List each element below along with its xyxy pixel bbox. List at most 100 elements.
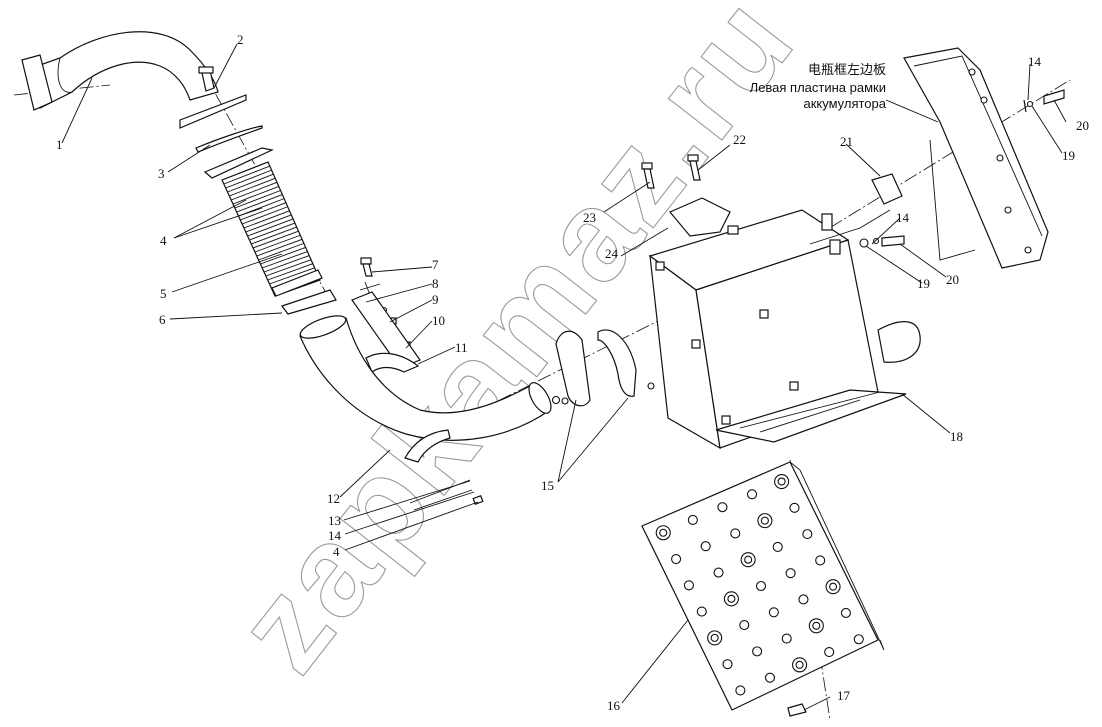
muffler-body	[648, 197, 921, 450]
shield-hole	[683, 580, 694, 591]
callout-6: 6	[159, 312, 166, 327]
callout-19: 19	[1062, 148, 1075, 163]
hose-corrugation-ring	[265, 259, 312, 277]
upper-flange-plate	[179, 94, 247, 129]
callout-2: 2	[237, 32, 244, 47]
hose-corrugation-ring	[263, 255, 310, 273]
callout-14: 14	[1028, 54, 1042, 69]
battery-frame-left-plate	[903, 47, 1049, 269]
shield-hole-inner	[777, 477, 786, 486]
hose-corrugation-ring	[260, 247, 306, 265]
hose-corrugation-ring	[236, 194, 283, 213]
callout-11: 11	[455, 340, 468, 355]
shield-hole	[785, 568, 796, 579]
shield-hole	[802, 529, 813, 540]
callout-18: 18	[950, 429, 963, 444]
shield-hole	[755, 580, 767, 592]
hose-corrugation-ring	[252, 230, 299, 249]
hose-corrugation-ring	[247, 218, 294, 237]
hose-corrugation-ring	[223, 165, 270, 185]
shield-hole	[815, 555, 826, 566]
hose-corrugation-ring	[240, 202, 287, 221]
shield-hole-inner	[829, 582, 838, 591]
shield-hole	[735, 685, 746, 696]
shield-hole	[840, 607, 851, 619]
callout-3: 3	[158, 166, 165, 181]
hose-corrugation-ring	[249, 222, 296, 241]
hose-corrugation-ring	[232, 185, 279, 205]
upper-bent-exhaust-pipe	[21, 31, 219, 111]
hose-corrugation-ring	[225, 169, 272, 189]
flexible-corrugated-hose	[203, 147, 323, 297]
hose-corrugation-ring	[241, 206, 288, 225]
shield-hole	[772, 541, 783, 552]
shield-hole	[687, 514, 698, 525]
callout-12: 12	[327, 491, 340, 506]
callout-5: 5	[160, 286, 167, 301]
shield-hole-inner	[744, 555, 753, 564]
shield-hole	[739, 620, 750, 631]
hose-corrugation-ring	[254, 234, 301, 253]
callout-22: 22	[733, 132, 746, 147]
hose-corrugation-ring	[227, 173, 274, 193]
callout-9: 9	[432, 292, 439, 307]
callout-14: 14	[896, 210, 910, 225]
shield-hole	[746, 489, 758, 500]
callout-13: 13	[328, 513, 341, 528]
hose-corrugation-ring	[258, 242, 305, 261]
shield-hole	[722, 659, 733, 670]
callout-20: 20	[946, 272, 959, 287]
shield-hole	[781, 633, 792, 644]
note-russian-line-2: аккумулятора	[803, 96, 886, 111]
hose-corrugation-ring	[221, 161, 269, 181]
clamp-halves	[555, 329, 637, 407]
shield-hole	[752, 646, 763, 657]
hose-corrugation-ring	[243, 210, 290, 229]
callout-23: 23	[583, 210, 596, 225]
callout-7: 7	[432, 257, 439, 272]
shield-hole	[700, 541, 711, 552]
shield-screw	[787, 703, 807, 717]
callout-16: 16	[607, 698, 621, 713]
shield-hole	[764, 672, 776, 683]
hose-corrugation-ring	[245, 214, 292, 233]
bracket-bolt	[360, 257, 373, 277]
callout-10: 10	[432, 313, 445, 328]
callout-15: 15	[541, 478, 554, 493]
callout-20: 20	[1076, 118, 1089, 133]
gasket	[195, 125, 263, 153]
shield-hole-inner	[795, 660, 804, 669]
shield-hole	[671, 553, 682, 565]
note-chinese: 电瓶框左边板	[808, 62, 886, 77]
shield-hole-inner	[727, 594, 736, 603]
callout-21: 21	[840, 134, 853, 149]
top-mount-bolts	[641, 154, 701, 189]
hose-corrugation-ring	[267, 263, 313, 281]
shield-hole-inner	[659, 528, 668, 537]
shield-hole	[713, 567, 724, 578]
hose-corrugation-ring	[234, 190, 281, 209]
hose-corrugation-ring	[262, 251, 308, 269]
hose-corrugation-ring	[251, 226, 297, 245]
callout-24: 24	[605, 246, 619, 261]
muffler-side-bracket	[871, 173, 903, 205]
shield-hole	[717, 502, 728, 513]
callout-4: 4	[333, 544, 340, 559]
shield-hole	[853, 634, 864, 645]
callout-1: 1	[56, 137, 63, 152]
hose-corrugation-ring	[269, 267, 315, 285]
shield-hole	[696, 606, 707, 617]
shield-hole	[730, 528, 741, 539]
perforated-heat-shield	[641, 461, 885, 711]
callout-8: 8	[432, 276, 439, 291]
shield-hole-inner	[812, 621, 821, 630]
shield-hole-inner	[710, 633, 719, 642]
callout-4: 4	[160, 233, 167, 248]
callout-14: 14	[328, 528, 342, 543]
note-russian-line-1: Левая пластина рамки	[750, 80, 886, 95]
hose-corrugation-ring	[256, 238, 303, 257]
shield-hole-inner	[760, 516, 769, 525]
shield-hole	[768, 607, 779, 618]
callout-17: 17	[837, 688, 851, 703]
